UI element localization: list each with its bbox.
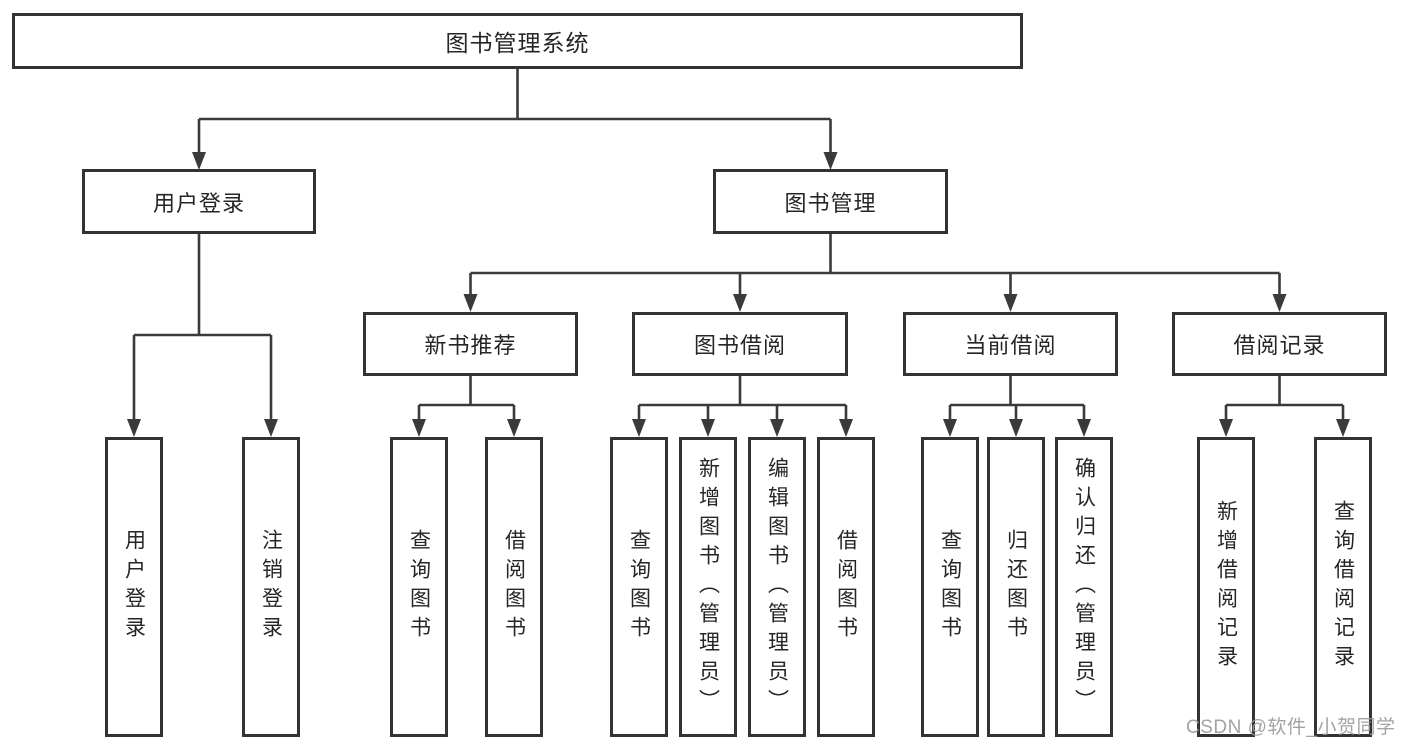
arrowhead: [632, 419, 646, 437]
arrowhead: [1003, 294, 1018, 312]
connector-book-borrow-group: [637, 376, 848, 425]
leaf-query-books-current: 查询图书: [921, 437, 979, 737]
arrowhead: [1219, 419, 1233, 437]
connector-borrow-records-group: [1224, 376, 1345, 425]
arrowhead: [1272, 294, 1287, 312]
node-new-book-recommend: 新书推荐: [363, 312, 578, 376]
arrowhead: [127, 419, 141, 437]
arrowhead: [1009, 419, 1023, 437]
node-user-login: 用户登录: [82, 169, 316, 234]
leaf-confirm-return-admin: 确认归还（管理员）: [1055, 437, 1113, 737]
leaf-return-books: 归还图书: [987, 437, 1045, 737]
node-borrow-records: 借阅记录: [1172, 312, 1387, 376]
arrowhead: [733, 294, 747, 312]
arrowhead: [1077, 419, 1091, 437]
arrowhead: [701, 419, 715, 437]
connector-user-login-group: [132, 234, 273, 425]
connector-book-management-group: [469, 234, 1281, 300]
watermark: CSDN @软件_小贺同学: [1186, 717, 1396, 738]
leaf-add-books-admin: 新增图书（管理员）: [679, 437, 737, 737]
leaf-logout-login: 注销登录: [242, 437, 300, 737]
leaf-query-books-borrow: 查询图书: [610, 437, 668, 737]
arrowhead: [192, 152, 206, 170]
connector-current-borrow-group: [948, 376, 1086, 425]
leaf-edit-books-admin: 编辑图书（管理员）: [748, 437, 806, 737]
leaf-add-borrow-record: 新增借阅记录: [1197, 437, 1255, 737]
leaf-borrow-books-recommend: 借阅图书: [485, 437, 543, 737]
arrowhead: [412, 419, 426, 437]
arrowhead: [264, 419, 278, 437]
connector-root-to-level2: [197, 69, 832, 158]
arrowhead: [507, 419, 521, 437]
arrowhead: [943, 419, 957, 437]
leaf-user-login: 用户登录: [105, 437, 163, 737]
leaf-borrow-books: 借阅图书: [817, 437, 875, 737]
arrowhead: [770, 419, 784, 437]
node-book-borrow: 图书借阅: [632, 312, 848, 376]
leaf-query-borrow-record: 查询借阅记录: [1314, 437, 1372, 737]
node-current-borrow: 当前借阅: [903, 312, 1118, 376]
connector-new-book-group: [417, 376, 516, 425]
leaf-query-books-recommend: 查询图书: [390, 437, 448, 737]
arrowhead: [463, 294, 478, 312]
arrowhead: [1336, 419, 1350, 437]
node-book-management: 图书管理: [713, 169, 948, 234]
node-root: 图书管理系统: [12, 13, 1023, 69]
arrowhead: [839, 419, 853, 437]
arrowhead: [823, 152, 838, 170]
